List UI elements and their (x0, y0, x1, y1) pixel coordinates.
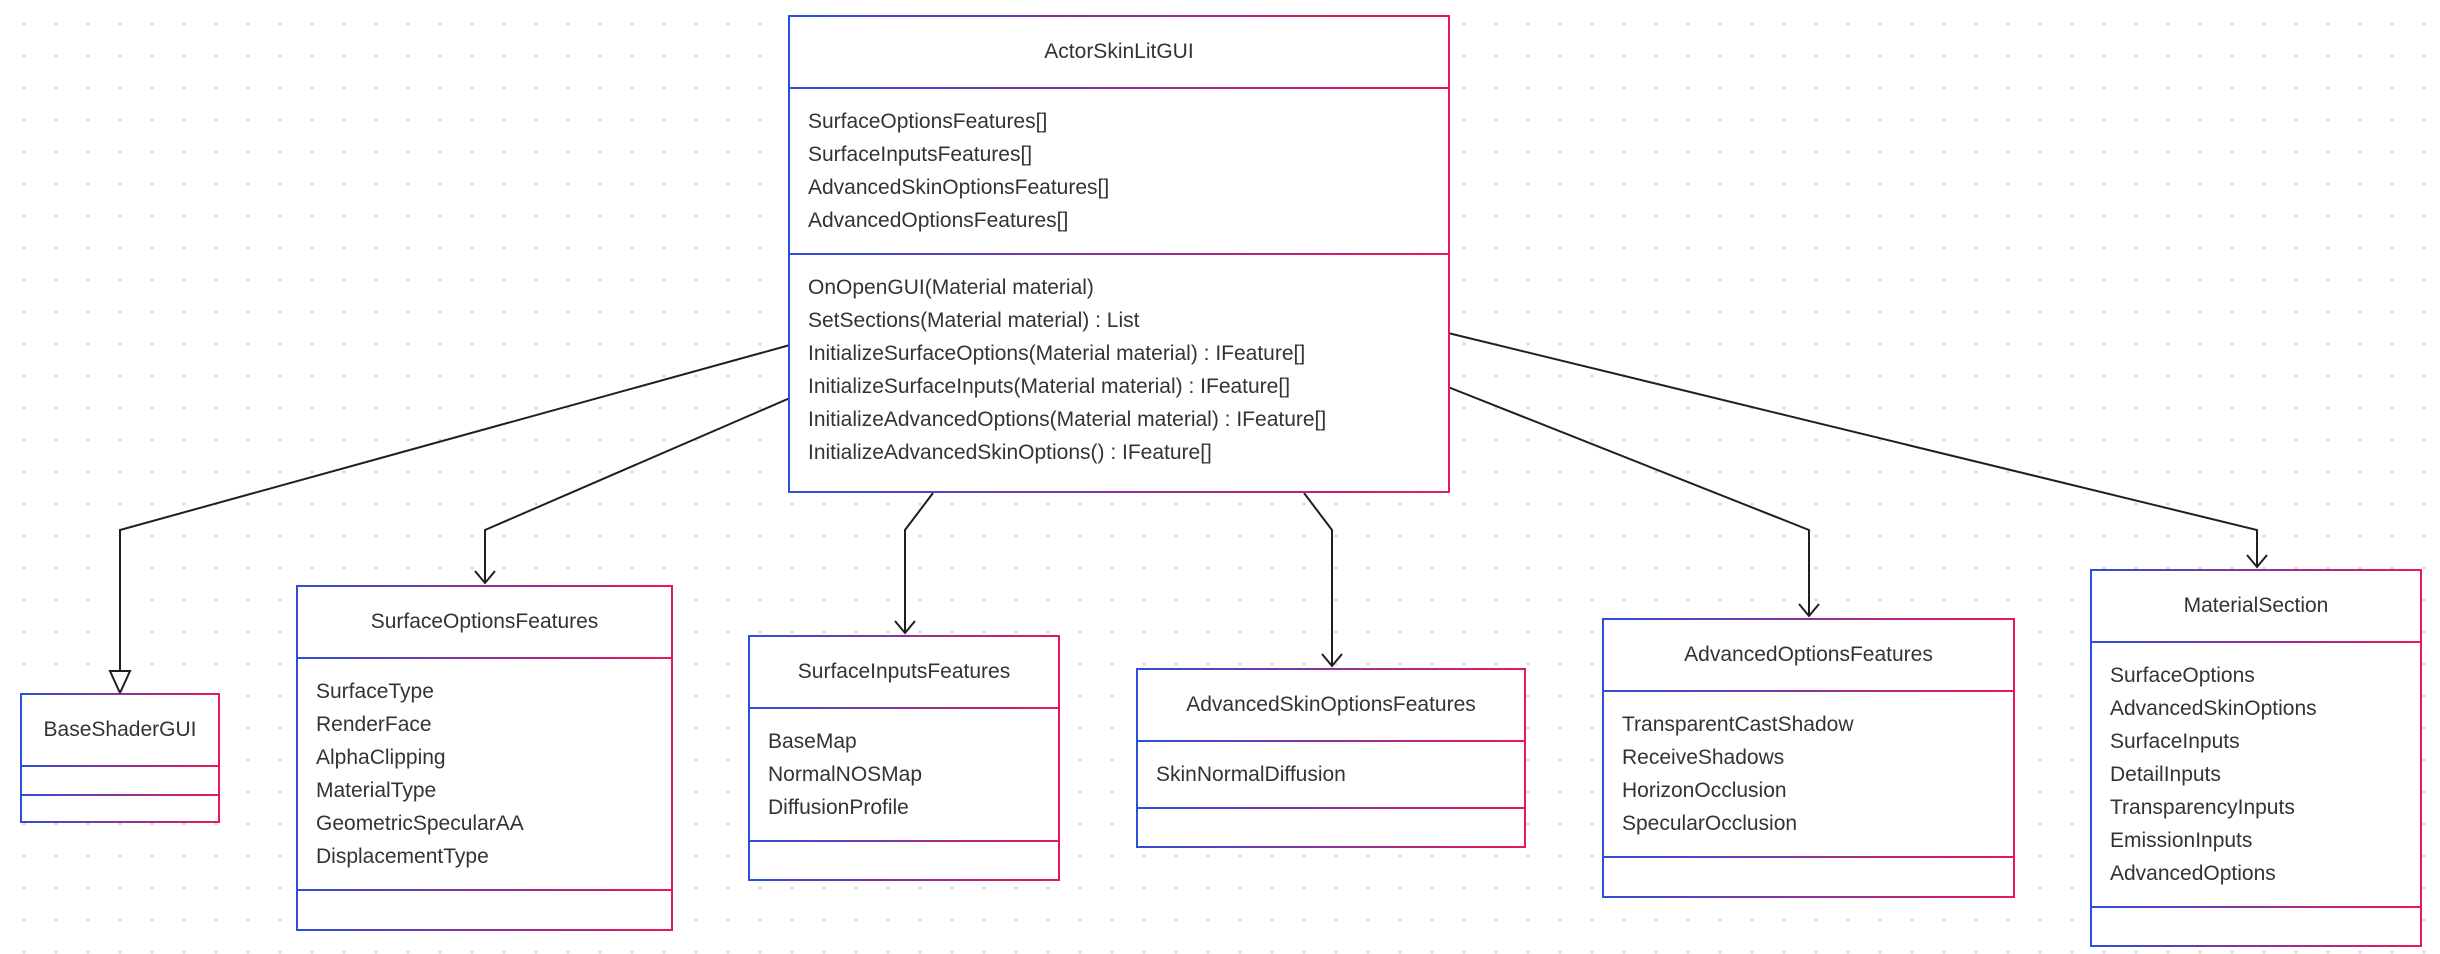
fields-section: SurfaceType RenderFace AlphaClipping Mat… (298, 659, 671, 889)
field: NormalNOSMap (768, 763, 923, 786)
field: TransparencyInputs (2110, 796, 2295, 819)
association-connector-advanced-skin-options[interactable] (1303, 492, 1333, 666)
surface-options-features-class[interactable]: SurfaceOptionsFeatures SurfaceType Rende… (296, 585, 673, 931)
base-shader-gui-class[interactable]: BaseShaderGUI (20, 693, 220, 823)
field: SkinNormalDiffusion (1156, 763, 1346, 786)
arrowhead (1321, 653, 1343, 668)
material-section-class[interactable]: MaterialSection SurfaceOptions AdvancedS… (2090, 569, 2422, 947)
class-name: SurfaceInputsFeatures (797, 660, 1011, 683)
method: InitializeAdvancedOptions(Material mater… (808, 408, 1327, 431)
field: DiffusionProfile (768, 796, 909, 819)
field: EmissionInputs (2110, 829, 2253, 852)
methods-section (2092, 908, 2420, 945)
advanced-skin-options-features-class[interactable]: AdvancedSkinOptionsFeatures SkinNormalDi… (1136, 668, 1526, 848)
field: DetailInputs (2110, 763, 2221, 786)
field: AdvancedSkinOptions (2110, 697, 2317, 720)
fields-section: SurfaceOptionsFeatures[] SurfaceInputsFe… (790, 89, 1448, 253)
field: GeometricSpecularAA (316, 812, 524, 835)
field: SurfaceType (316, 680, 434, 703)
methods-section: OnOpenGUI(Material material) SetSections… (790, 255, 1448, 485)
arrowhead (474, 570, 496, 585)
method: InitializeSurfaceOptions(Material materi… (808, 342, 1306, 365)
divider (22, 765, 218, 767)
methods-section (1138, 809, 1524, 846)
divider (22, 794, 218, 796)
inheritance-connector[interactable] (119, 344, 791, 673)
divider (1138, 807, 1524, 809)
class-name: MaterialSection (2183, 594, 2329, 617)
class-name: AdvancedOptionsFeatures (1684, 643, 1933, 666)
divider (750, 840, 1058, 842)
fields-section: SurfaceOptions AdvancedSkinOptions Surfa… (2092, 643, 2420, 906)
field: SurfaceInputs (2110, 730, 2240, 753)
divider (750, 707, 1058, 709)
field: SurfaceOptionsFeatures[] (808, 110, 1048, 133)
class-name: ActorSkinLitGUI (1044, 40, 1194, 63)
fields-section: TransparentCastShadow ReceiveShadows Hor… (1604, 692, 2013, 856)
divider (2092, 906, 2420, 908)
field: HorizonOcclusion (1622, 779, 1787, 802)
divider (790, 87, 1448, 89)
field: TransparentCastShadow (1622, 713, 1854, 736)
method: OnOpenGUI(Material material) (808, 276, 1094, 299)
field: AlphaClipping (316, 746, 446, 769)
class-name: SurfaceOptionsFeatures (370, 610, 599, 633)
association-connector-material-section[interactable] (1447, 332, 2258, 567)
fields-section: SkinNormalDiffusion (1138, 742, 1524, 807)
method: InitializeAdvancedSkinOptions() : IFeatu… (808, 441, 1212, 464)
association-connector-surface-options[interactable] (484, 397, 791, 583)
fields-section (22, 767, 218, 794)
methods-section (1604, 858, 2013, 896)
arrowhead (1798, 603, 1820, 618)
methods-section (750, 842, 1058, 879)
field: MaterialType (316, 779, 437, 802)
field: ReceiveShadows (1622, 746, 1785, 769)
field: SpecularOcclusion (1622, 812, 1798, 835)
method: SetSections(Material material) : List (808, 309, 1140, 332)
field: RenderFace (316, 713, 432, 736)
divider (1604, 690, 2013, 692)
class-name: AdvancedSkinOptionsFeatures (1186, 693, 1476, 716)
field: BaseMap (768, 730, 857, 753)
arrowhead (2246, 554, 2268, 569)
divider (1604, 856, 2013, 858)
fields-section: BaseMap NormalNOSMap DiffusionProfile (750, 709, 1058, 840)
field: AdvancedOptions (2110, 862, 2276, 885)
field: AdvancedSkinOptionsFeatures[] (808, 176, 1110, 199)
field: AdvancedOptionsFeatures[] (808, 209, 1069, 232)
advanced-options-features-class[interactable]: AdvancedOptionsFeatures TransparentCastS… (1602, 618, 2015, 898)
divider (2092, 641, 2420, 643)
divider (790, 253, 1448, 255)
field: DisplacementType (316, 845, 489, 868)
divider (298, 657, 671, 659)
methods-section (298, 891, 671, 929)
surface-inputs-features-class[interactable]: SurfaceInputsFeatures BaseMap NormalNOSM… (748, 635, 1060, 881)
arrowhead (894, 620, 916, 635)
method: InitializeSurfaceInputs(Material materia… (808, 375, 1291, 398)
methods-section (22, 796, 218, 821)
association-connector-advanced-options[interactable] (1447, 386, 1810, 616)
field: SurfaceInputsFeatures[] (808, 143, 1033, 166)
divider (298, 889, 671, 891)
actor-skin-lit-gui-class[interactable]: ActorSkinLitGUI SurfaceOptionsFeatures[]… (788, 15, 1450, 493)
inheritance-arrowhead (108, 670, 132, 696)
field: SurfaceOptions (2110, 664, 2255, 687)
association-connector-surface-inputs[interactable] (904, 492, 934, 633)
divider (1138, 740, 1524, 742)
class-name: BaseShaderGUI (43, 718, 197, 741)
